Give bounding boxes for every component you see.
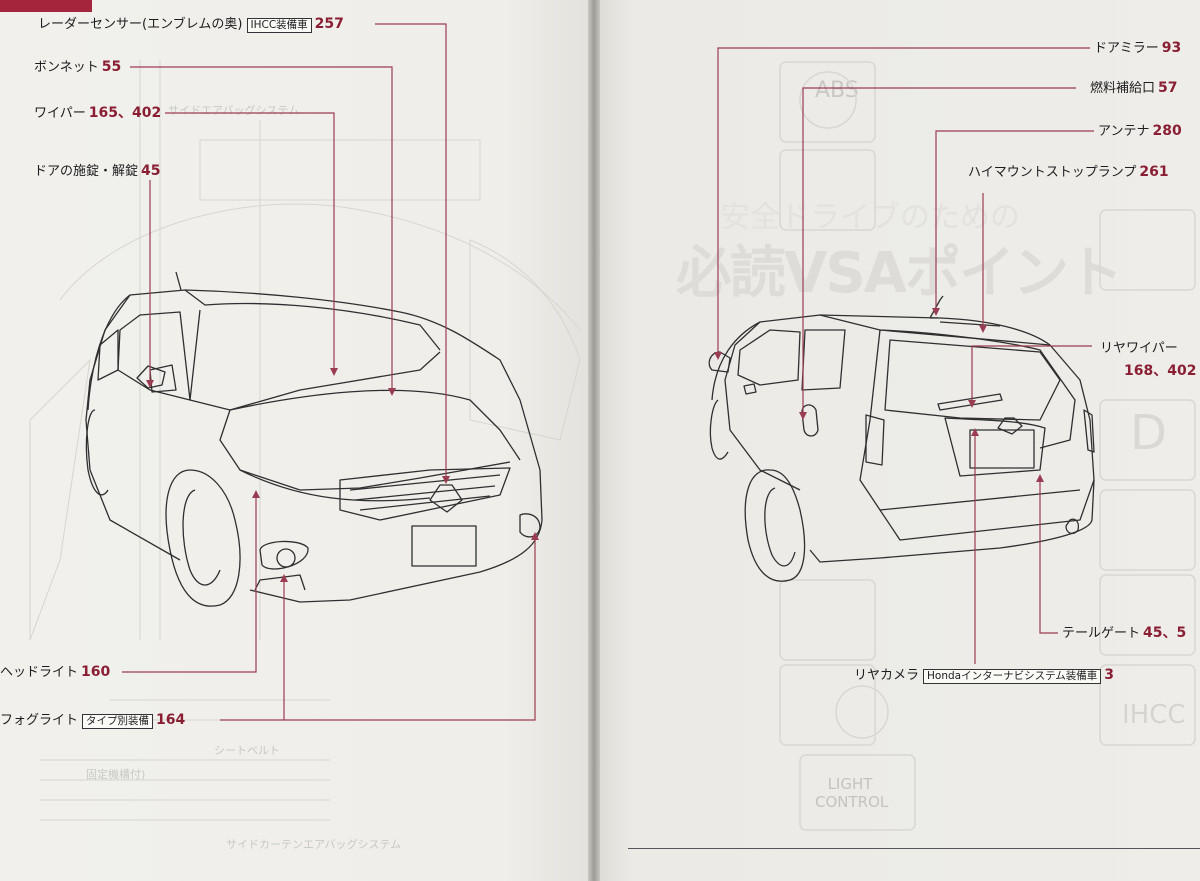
badge: IHCC装備車	[246, 18, 312, 33]
leader-wiper	[165, 112, 335, 368]
callout-text: ハイマウントストップランプ	[968, 165, 1137, 180]
ghost-text-4: サイドカーテンエアバッグシステム	[226, 838, 402, 851]
page-ref: 160	[81, 664, 111, 680]
leader-radar	[375, 23, 447, 476]
ghost-panel-d: D	[1130, 405, 1167, 461]
callout-text: 燃料補給口	[1090, 81, 1156, 96]
leader-lines	[122, 23, 1094, 721]
leader-tailgate	[1039, 482, 1058, 634]
page-ref: 168、402	[1124, 363, 1197, 379]
rear-car-drawing	[708, 295, 1095, 582]
callout-text: フォグライト	[0, 713, 79, 728]
ghost-panel-ihcc: IHCC	[1122, 700, 1186, 730]
page-ref: 261	[1139, 164, 1169, 180]
honda-emblem-rear	[997, 417, 1023, 435]
callout-text: ヘッドライト	[0, 665, 79, 680]
ghost-text-2: シートベルト	[214, 744, 280, 757]
page-ref: 57	[1158, 80, 1178, 96]
page-bottom-rule	[628, 848, 1200, 849]
section-tab	[0, 0, 92, 12]
ghost-panel-light: LIGHT CONTROL	[815, 775, 889, 811]
callout-text: リヤカメラ	[854, 668, 920, 683]
page-ref: 45	[141, 163, 161, 179]
badge: タイプ別装備	[82, 714, 154, 729]
badge: Hondaインターナビシステム装備車	[923, 669, 1102, 684]
leader-antenna	[935, 130, 1094, 308]
front-car-drawing	[85, 271, 543, 607]
honda-emblem-front	[429, 484, 463, 513]
leader-fuel-lid	[802, 87, 1076, 412]
page-ref: 3	[1104, 667, 1115, 683]
page-ref: 164	[156, 712, 186, 728]
ghost-text-3: 固定機構付)	[86, 768, 146, 781]
leader-foglight	[220, 540, 536, 721]
leader-bonnet	[130, 66, 393, 388]
ghost-text-1: サイドエアバッグシステム	[168, 104, 300, 117]
callout-text: ドアミラー	[1094, 41, 1159, 56]
callout-text: ドアの施錠・解錠	[34, 164, 139, 179]
page-ref: 93	[1161, 40, 1182, 56]
callout-rear-wiper: リヤワイパー 168、402	[1100, 338, 1200, 383]
callout-text: ボンネット	[34, 60, 99, 75]
callout-text: アンテナ	[1098, 124, 1150, 139]
ghost-panel-abs: ABS	[815, 78, 859, 103]
callout-text: レーダーセンサー(エンブレムの奥)	[38, 17, 243, 32]
callout-text: ワイパー	[34, 106, 86, 121]
book-gutter	[588, 0, 600, 881]
page-ref: 45、5	[1143, 625, 1187, 641]
ghost-panel	[779, 61, 876, 143]
leader-door-mirror	[717, 47, 1090, 352]
leader-rear-wiper	[971, 345, 1092, 400]
page-ref: 165、402	[88, 105, 162, 121]
ghost-big-text: 必読VSAポイント	[676, 241, 1123, 306]
callout-text: テールゲート	[1062, 626, 1141, 641]
page-ref: 55	[101, 59, 122, 75]
page-ref: 257	[314, 16, 344, 32]
leader-headlight	[122, 498, 257, 673]
page-ref: 280	[1152, 123, 1182, 139]
callout-text: リヤワイパー	[1100, 341, 1178, 356]
left-page	[0, 0, 592, 881]
